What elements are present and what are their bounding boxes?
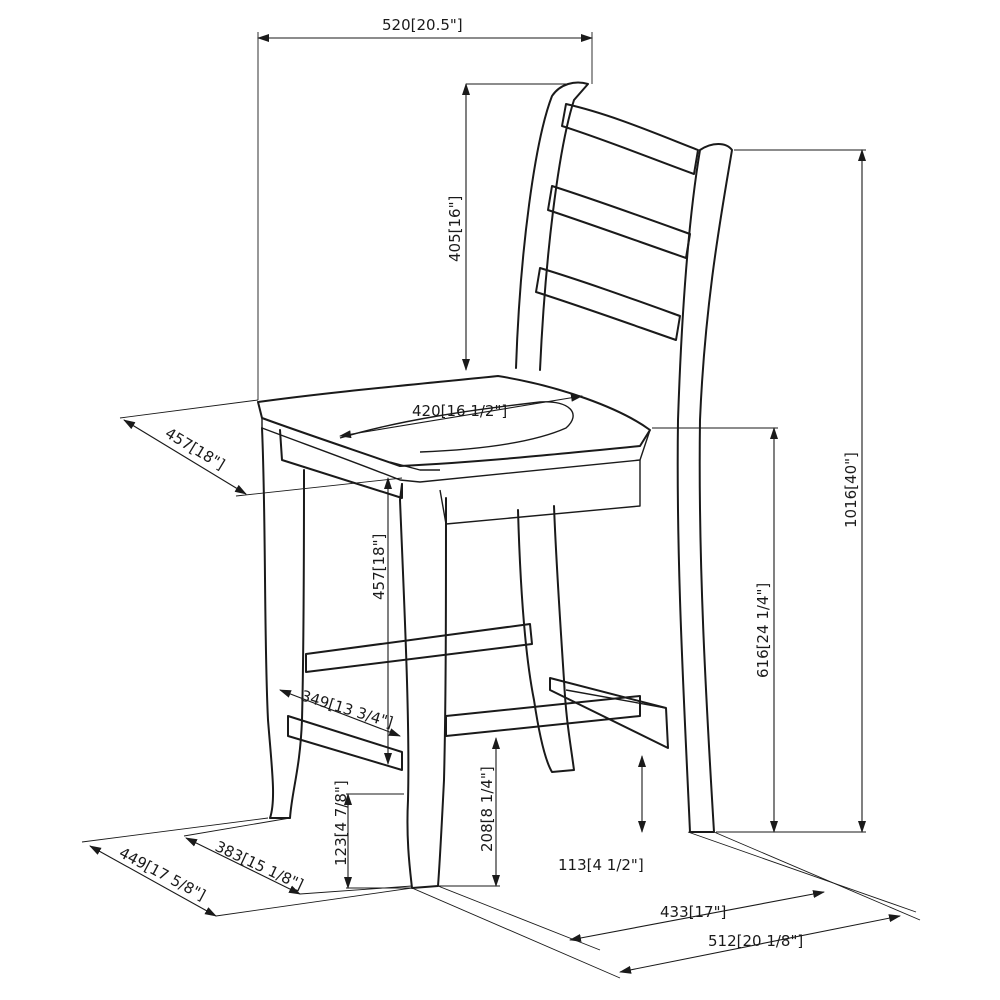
back-left-post [515,81,589,371]
label-footrest-height: 616[24 1/4"] [754,583,772,678]
label-footprint-depth-inner: 383[15 1/8"] [212,837,306,894]
footrest-link [565,689,667,709]
back-slat-middle [547,185,691,259]
label-front-stretcher-height: 123[4 7/8"] [332,780,350,866]
right-stretcher [445,695,641,737]
seat-notch [389,461,440,471]
label-overall-width: 520[20.5"] [382,16,463,34]
back-footrest [549,677,669,749]
label-overall-height: 1016[40"] [842,452,860,528]
dimension-lines [81,32,921,979]
seat-top [257,375,651,467]
back-slat-top [561,103,699,175]
label-back-stretcher-height: 113[4 1/2"] [558,856,644,874]
back-left-leg [517,505,575,773]
label-footprint-depth-outer: 449[17 5/8"] [116,844,209,905]
front-right-leg [399,483,447,889]
seat-apron [279,429,403,499]
seat-front-edge [261,418,651,483]
seat-apron-right [439,460,641,525]
label-footprint-width-outer: 512[20 1/8"] [708,932,803,950]
front-left-leg [261,427,305,819]
side-stretcher-upper [305,623,533,673]
label-seat-width: 420[16 1/2"] [412,402,507,420]
back-right-post [676,143,733,833]
label-footprint-width-inner: 433[17"] [660,903,726,921]
label-seat-height: 457[18"] [370,534,388,600]
label-back-height: 405[16"] [446,196,464,262]
back-slat-bottom [535,267,681,341]
label-side-stretcher-height: 208[8 1/4"] [478,766,496,852]
